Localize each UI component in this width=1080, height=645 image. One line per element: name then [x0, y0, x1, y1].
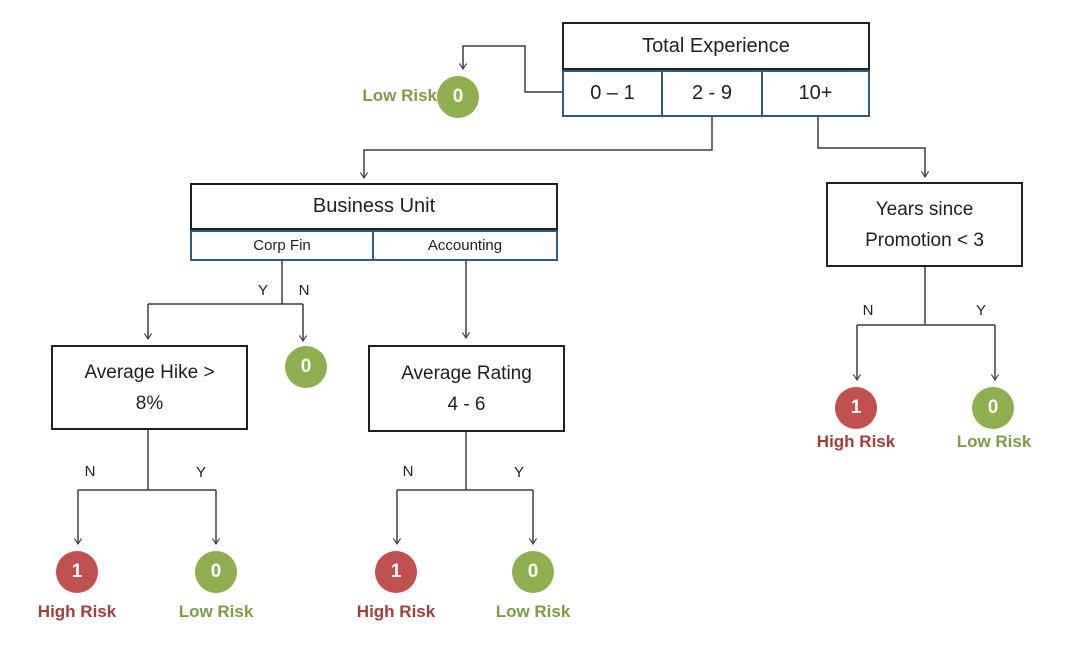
- edge-label-hike-no: N: [84, 463, 96, 480]
- branch-cell-2-9: 2 - 9: [661, 70, 763, 117]
- edge-label-hike-yes: Y: [195, 464, 206, 481]
- node-average-hike: Average Hike > 8%: [51, 345, 248, 430]
- hike-yes-risk-label: Low Risk: [178, 602, 254, 621]
- root-low-risk-leaf: 0: [437, 76, 479, 118]
- average-hike-line1: Average Hike >: [84, 361, 215, 383]
- years-line2: Promotion < 3: [865, 229, 984, 251]
- years-no-risk-label: High Risk: [816, 432, 896, 451]
- hike-no-risk-label: High Risk: [37, 602, 117, 621]
- years-yes-leaf: 0: [972, 387, 1014, 429]
- edge-exp0-1-to-lowrisk: [458, 45, 562, 93]
- average-hike-line2: 8%: [135, 392, 164, 414]
- rating-no-risk-label: High Risk: [356, 602, 436, 621]
- node-business-unit: Business Unit Corp Fin Accounting: [190, 183, 558, 261]
- edge-label-corpfin-yes: Y: [257, 282, 268, 299]
- branch-cell-10plus: 10+: [761, 70, 870, 117]
- average-rating-line2: 4 - 6: [447, 393, 486, 415]
- rating-no-leaf: 1: [375, 551, 417, 593]
- edge-exp2-9-to-businessunit: [359, 117, 713, 180]
- edge-exp10-to-years: [817, 117, 930, 179]
- average-rating-line1: Average Rating: [401, 362, 532, 384]
- rating-yes-leaf: 0: [512, 551, 554, 593]
- edge-label-rating-no: N: [402, 463, 414, 480]
- root-low-risk-label: Low Risk: [362, 86, 437, 105]
- edge-label-years-yes: Y: [975, 302, 986, 319]
- edge-label-years-no: N: [862, 302, 874, 319]
- node-average-rating: Average Rating 4 - 6: [368, 345, 565, 432]
- branch-cell-corp-fin: Corp Fin: [190, 230, 374, 261]
- total-experience-title: Total Experience: [562, 22, 870, 70]
- node-years-since-promotion: Years since Promotion < 3: [826, 182, 1023, 267]
- years-yes-risk-label: Low Risk: [956, 432, 1032, 451]
- business-unit-no-leaf: 0: [285, 346, 327, 388]
- node-total-experience: Total Experience 0 – 1 2 - 9 10+: [562, 22, 870, 117]
- edge-label-corpfin-no: N: [298, 282, 310, 299]
- branch-cell-accounting: Accounting: [372, 230, 558, 261]
- years-no-leaf: 1: [835, 387, 877, 429]
- hike-yes-leaf: 0: [195, 551, 237, 593]
- hike-no-leaf: 1: [56, 551, 98, 593]
- edge-label-rating-yes: Y: [513, 464, 524, 481]
- business-unit-title: Business Unit: [190, 183, 558, 230]
- branch-cell-0-1: 0 – 1: [562, 70, 663, 117]
- years-line1: Years since: [875, 198, 974, 220]
- rating-yes-risk-label: Low Risk: [495, 602, 571, 621]
